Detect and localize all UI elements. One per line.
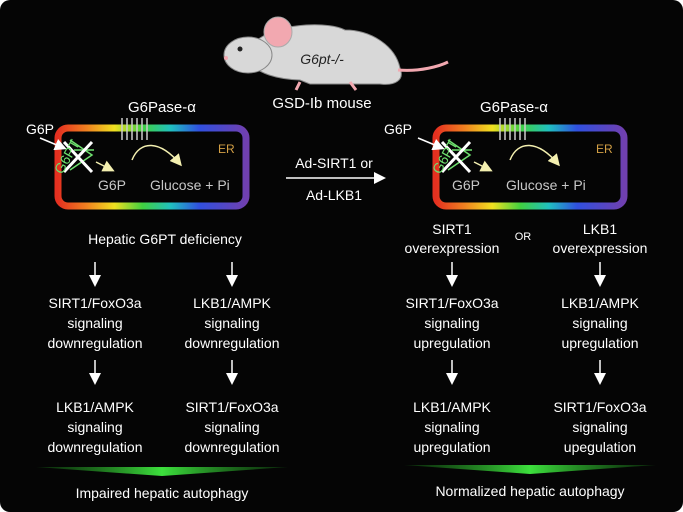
left-b-s1-l2: signaling [204, 315, 259, 331]
right-cell [417, 118, 628, 210]
left-substrate: G6P [26, 121, 54, 137]
left-a-s2-l2: signaling [67, 419, 122, 435]
left-outcome: Impaired hepatic autophagy [76, 485, 249, 501]
right-er-box [432, 124, 628, 210]
right-a-s2-l1: LKB1/AMPK [413, 399, 491, 415]
right-inside-substrate: G6P [452, 177, 480, 193]
right-b-s2-l1: SIRT1/FoxO3a [553, 399, 646, 415]
right-reaction-arrow [509, 144, 560, 167]
left-er-box [54, 124, 250, 210]
left-b-s2-l2: signaling [204, 419, 259, 435]
left-a-s1-l3: downregulation [48, 335, 143, 351]
right-a-s2-l2: signaling [424, 419, 479, 435]
left-in-arrow [39, 137, 67, 151]
left-a-s1-l1: SIRT1/FoxO3a [48, 295, 141, 311]
right-a-s1-l2: signaling [424, 315, 479, 331]
left-enzyme: G6Pase-α [128, 99, 196, 116]
left-g6p-arrow [95, 160, 115, 172]
left-enzyme-icon [121, 118, 148, 140]
right-b-top-l1: LKB1 [583, 221, 617, 237]
right-or: OR [515, 231, 532, 243]
right-in-arrow [417, 137, 445, 151]
left-deficiency: Hepatic G6PT deficiency [88, 231, 242, 247]
mouse-illustration [223, 16, 449, 91]
right-b-s1-l1: LKB1/AMPK [561, 295, 639, 311]
right-a-s2-l3: upregulation [413, 439, 490, 455]
right-outcome-bar [404, 465, 656, 474]
right-a-s1-l3: upregulation [413, 335, 490, 351]
right-outcome: Normalized hepatic autophagy [435, 483, 624, 499]
right-er-label: ER [596, 142, 613, 156]
mouse-genotype: G6pt-/- [300, 51, 344, 67]
right-enzyme: G6Pase-α [480, 99, 548, 116]
right-a-top-l2: overexpression [405, 240, 500, 256]
right-b-top-l2: overexpression [553, 240, 648, 256]
left-inside-substrate: G6P [98, 177, 126, 193]
left-product: Glucose + Pi [150, 177, 230, 193]
right-a-top-l1: SIRT1 [432, 221, 472, 237]
left-outcome-bar [36, 467, 288, 476]
right-substrate: G6P [384, 121, 412, 137]
left-reaction-arrow [131, 144, 182, 167]
left-cell [39, 118, 250, 210]
treatment-line1: Ad-SIRT1 or [295, 155, 373, 171]
left-block-icon [62, 140, 94, 174]
right-b-s2-l2: signaling [572, 419, 627, 435]
right-enzyme-icon [499, 118, 526, 140]
left-a-s2-l1: LKB1/AMPK [56, 399, 134, 415]
left-b-s1-l1: LKB1/AMPK [193, 295, 271, 311]
treatment-line2: Ad-LKB1 [306, 187, 362, 203]
right-product: Glucose + Pi [506, 177, 586, 193]
right-b-s2-l3: upegulation [564, 439, 636, 455]
right-b-s1-l3: upregulation [561, 335, 638, 351]
right-a-s1-l1: SIRT1/FoxO3a [405, 295, 498, 311]
left-b-s1-l3: downregulation [185, 335, 280, 351]
right-block-icon [440, 140, 472, 174]
left-er-label: ER [218, 142, 235, 156]
left-a-s2-l3: downregulation [48, 439, 143, 455]
left-a-s1-l2: signaling [67, 315, 122, 331]
right-g6p-arrow [473, 160, 493, 172]
left-b-s2-l3: downregulation [185, 439, 280, 455]
right-b-s1-l2: signaling [572, 315, 627, 331]
mouse-label: GSD-Ib mouse [272, 95, 371, 112]
left-b-s2-l1: SIRT1/FoxO3a [185, 399, 278, 415]
